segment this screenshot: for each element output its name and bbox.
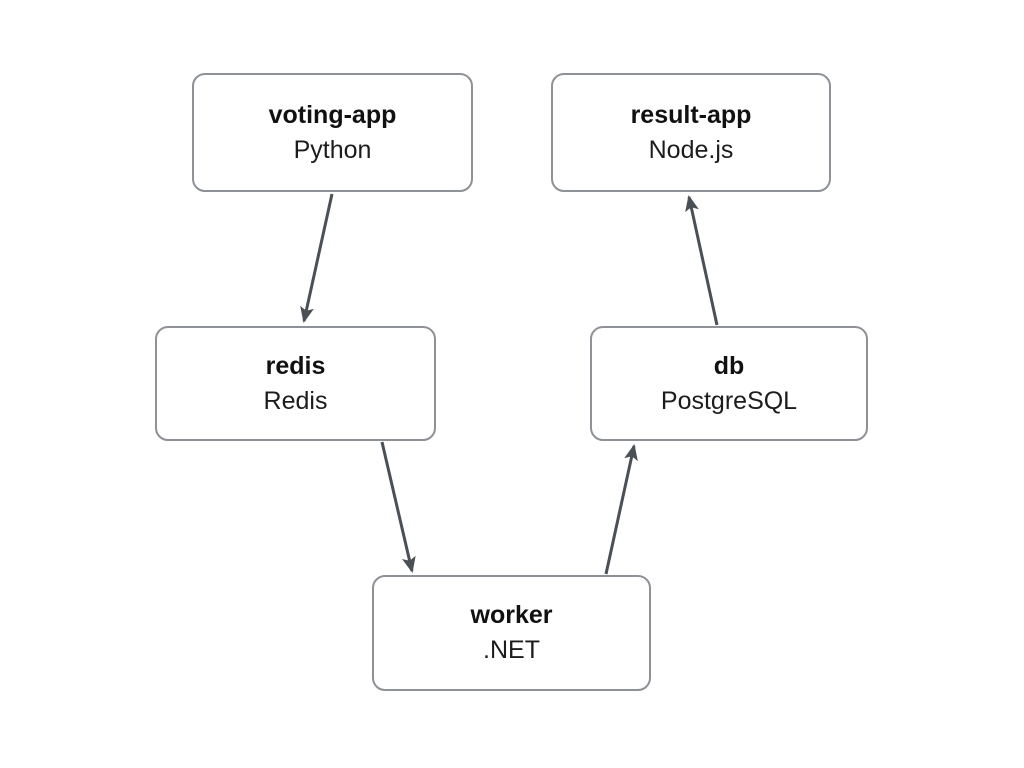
node-result-app: result-app Node.js xyxy=(551,73,831,192)
node-voting-app: voting-app Python xyxy=(192,73,473,192)
node-db-subtitle: PostgreSQL xyxy=(660,386,798,415)
node-result-app-title: result-app xyxy=(630,100,752,129)
node-db: db PostgreSQL xyxy=(590,326,868,441)
node-worker-subtitle: .NET xyxy=(483,636,540,664)
node-db-title: db xyxy=(713,351,745,380)
edge-voting-app-to-redis xyxy=(300,193,334,323)
node-redis: redis Redis xyxy=(155,326,436,441)
edge-worker-to-db xyxy=(604,444,638,575)
node-redis-title: redis xyxy=(265,351,326,380)
node-voting-app-subtitle: Python xyxy=(293,135,372,164)
node-result-app-subtitle: Node.js xyxy=(648,135,734,164)
edge-redis-to-worker xyxy=(380,441,416,573)
edge-db-to-result-app xyxy=(685,195,719,326)
node-redis-subtitle: Redis xyxy=(263,386,328,415)
node-worker-title: worker xyxy=(470,601,553,629)
node-worker: worker .NET xyxy=(372,575,651,691)
node-voting-app-title: voting-app xyxy=(268,100,397,129)
